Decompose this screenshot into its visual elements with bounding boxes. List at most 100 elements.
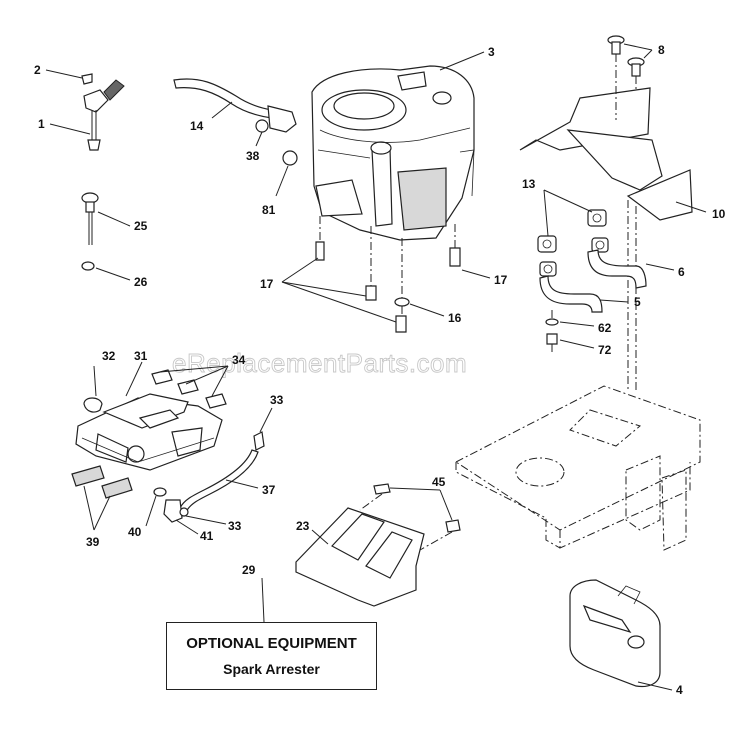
leader-13b [543, 189, 593, 213]
callout-17b: 17 [494, 273, 508, 287]
leader-1 [49, 123, 91, 135]
elbow-part [163, 499, 183, 523]
exhaust-bolt-part [546, 333, 558, 352]
frame-part [455, 385, 701, 551]
callout-13: 13 [522, 177, 536, 191]
callout-62: 62 [598, 321, 612, 335]
throttle-control-part [81, 73, 125, 151]
leader-62 [559, 321, 595, 327]
callout-81: 81 [262, 203, 276, 217]
callout-72: 72 [598, 343, 612, 357]
exhaust-gasket-part [537, 209, 609, 277]
leader-14 [211, 101, 233, 119]
leader-10 [675, 201, 707, 213]
callout-34: 34 [232, 353, 246, 367]
leader-39b [93, 495, 111, 531]
callout-1: 1 [38, 117, 45, 131]
bolt-washer-part [394, 297, 410, 307]
leader-37 [225, 479, 259, 489]
callout-41: 41 [200, 529, 214, 543]
exhaust-washer-part [545, 318, 559, 326]
callout-6: 6 [678, 265, 685, 279]
engine-bolt-part [315, 241, 461, 333]
leader-13a [543, 189, 549, 237]
leader-26 [95, 267, 131, 281]
leader-32 [93, 365, 97, 397]
leader-33b [185, 515, 227, 525]
callout-23: 23 [296, 519, 310, 533]
callout-39: 39 [86, 535, 100, 549]
callout-26: 26 [134, 275, 148, 289]
callout-5: 5 [634, 295, 641, 309]
leader-25 [97, 211, 131, 227]
leader-34c [211, 365, 229, 397]
watermark-text: eReplacementParts.com [172, 348, 467, 378]
callout-32: 32 [102, 349, 116, 363]
callout-31: 31 [134, 349, 148, 363]
leader-34a [159, 365, 229, 373]
callout-10: 10 [712, 207, 726, 221]
leader-41 [175, 519, 199, 535]
callout-29: 29 [242, 563, 256, 577]
leader-31 [125, 361, 143, 397]
leader-39a [83, 485, 95, 531]
callout-33a: 33 [270, 393, 284, 407]
leader-45a [389, 487, 441, 491]
clamp-part [282, 150, 298, 166]
leader-8 [623, 43, 653, 51]
dipstick-part [81, 192, 99, 245]
leader-38 [255, 131, 263, 147]
leader-81 [275, 165, 289, 197]
leader-2 [45, 69, 83, 79]
leader-29 [261, 577, 265, 623]
callout-16: 16 [448, 311, 462, 325]
callout-33b: 33 [228, 519, 242, 533]
arrester-screw-part [373, 483, 461, 533]
air-cleaner-knob-part [83, 397, 103, 413]
callout-2: 2 [34, 63, 41, 77]
callout-17a: 17 [260, 277, 274, 291]
optional-equipment-title: OPTIONAL EQUIPMENT [186, 635, 357, 652]
fitting-part [267, 105, 297, 133]
callout-45: 45 [432, 475, 446, 489]
engine-part [311, 65, 475, 241]
washer-part [81, 261, 95, 271]
callout-38: 38 [246, 149, 260, 163]
leader-3 [439, 51, 485, 71]
leader-16 [409, 303, 445, 317]
hose-clamp-part [253, 431, 265, 451]
leader-17a [281, 257, 319, 283]
callout-14: 14 [190, 119, 204, 133]
air-cleaner-part [75, 393, 223, 471]
optional-equipment-box: OPTIONAL EQUIPMENT Spark Arrester [166, 622, 377, 690]
callout-4: 4 [676, 683, 683, 697]
callout-8: 8 [658, 43, 665, 57]
callout-37: 37 [262, 483, 276, 497]
leader-45b [439, 489, 453, 521]
leader-33a [259, 407, 273, 433]
leader-17b [281, 281, 367, 297]
leader-40 [145, 495, 157, 527]
breather-hose-part [173, 78, 273, 119]
callout-25: 25 [134, 219, 148, 233]
muffler-part [569, 579, 661, 688]
heat-shield-part [519, 87, 651, 151]
exhaust-pipe-part [587, 249, 647, 289]
leader-72 [559, 339, 595, 349]
leader-6 [645, 263, 675, 271]
leader-17d [461, 269, 491, 279]
o-ring-part [153, 487, 167, 497]
breather-tube-part [179, 449, 259, 513]
leader-4 [637, 681, 673, 691]
leader-34b [185, 365, 229, 385]
spark-arrester-part [295, 507, 425, 607]
optional-equipment-subtitle: Spark Arrester [223, 661, 320, 677]
callout-3: 3 [488, 45, 495, 59]
callout-40: 40 [128, 525, 142, 539]
leader-5 [599, 299, 629, 303]
filter-pad-part [71, 369, 227, 499]
shield-bolt-part [607, 35, 645, 77]
leader-23 [311, 529, 329, 545]
leader-17c [281, 281, 397, 323]
